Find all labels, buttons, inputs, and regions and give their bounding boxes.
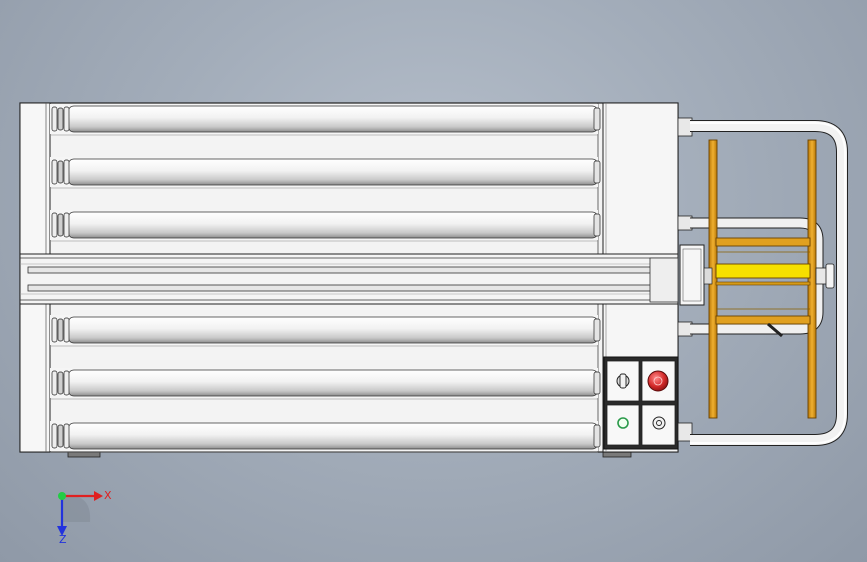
roller-end-cap	[63, 106, 70, 132]
x-axis-label: X	[104, 489, 112, 502]
roller-row	[50, 104, 601, 136]
roller-row	[50, 368, 601, 400]
roller-row	[50, 421, 601, 453]
cable-reel-assembly	[677, 117, 848, 446]
roller-end-cap	[57, 318, 64, 342]
roller-end-cap	[57, 213, 64, 237]
roller	[67, 369, 599, 397]
selector-switch-icon[interactable]	[616, 373, 630, 389]
roller-bearing	[593, 160, 601, 184]
roller-row	[50, 157, 601, 189]
roller-end-cap	[63, 159, 70, 185]
pipe-connector-top	[677, 117, 693, 137]
roller-end-cap	[57, 107, 64, 131]
roller-end-cap	[63, 370, 70, 396]
triad-shadow	[62, 495, 91, 522]
reel-flange-right	[807, 139, 817, 419]
pipe-connector-mid-bottom	[677, 321, 693, 337]
roller-end-cap	[51, 106, 58, 132]
roller-end-cap	[57, 424, 64, 448]
roller	[67, 158, 599, 186]
emergency-stop-icon[interactable]	[647, 370, 669, 392]
roller-group	[50, 104, 601, 453]
roller-end-cap	[51, 423, 58, 449]
z-axis-label: Z	[59, 533, 67, 546]
center-guide-rail	[19, 253, 679, 305]
control-panel	[603, 356, 679, 450]
reset-button-icon[interactable]	[652, 416, 666, 430]
reel-drum-top-bar	[715, 237, 811, 247]
pipe-connector-bottom	[677, 422, 693, 442]
reel-drum-bottom-bar	[715, 315, 811, 325]
roller-bearing	[593, 213, 601, 237]
roller-end-cap	[57, 371, 64, 395]
roller	[67, 422, 599, 450]
roller-end-cap	[63, 423, 70, 449]
origin-icon	[58, 492, 66, 500]
indicator-lamp-icon	[617, 417, 629, 429]
panel-cell-3	[606, 404, 640, 446]
axis-triad: X Z	[57, 489, 112, 546]
reel-drum-core	[715, 263, 811, 279]
z-axis-arrow-icon	[57, 526, 67, 536]
roller-row	[50, 210, 601, 242]
roller	[67, 211, 599, 239]
roller-end-cap	[51, 370, 58, 396]
roller-end-cap	[51, 317, 58, 343]
reel-mount-block	[679, 244, 705, 306]
x-axis-arrow-icon	[94, 491, 103, 501]
roller-end-cap	[57, 160, 64, 184]
roller	[67, 316, 599, 344]
roller-bearing	[593, 107, 601, 131]
roller-row	[50, 315, 601, 347]
roller-bearing	[593, 424, 601, 448]
pipe-connector-mid-top	[677, 215, 693, 231]
roller-end-cap	[63, 317, 70, 343]
roller-bearing	[593, 318, 601, 342]
roller-end-cap	[51, 159, 58, 185]
roller-bearing	[593, 371, 601, 395]
roller-end-cap	[63, 212, 70, 238]
machine-body	[19, 102, 679, 458]
roller	[67, 105, 599, 133]
roller-end-cap	[51, 212, 58, 238]
reel-strut	[767, 322, 783, 338]
